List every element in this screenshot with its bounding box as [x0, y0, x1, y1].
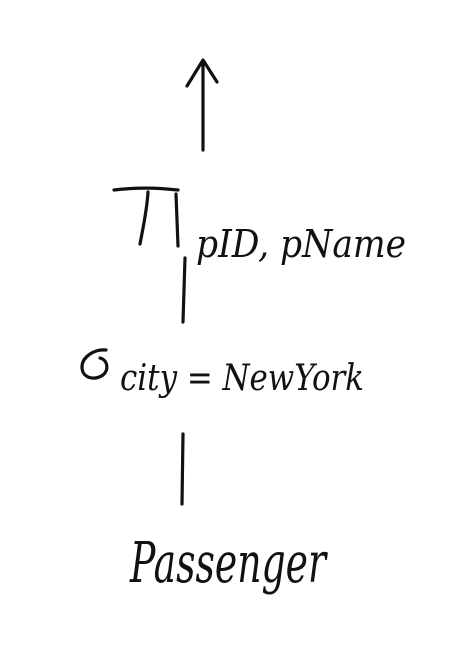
selection-node: city = NewYork [80, 348, 364, 399]
relation-node: Passenger [129, 531, 328, 596]
up-arrow-icon [185, 58, 219, 152]
sigma-icon [80, 348, 109, 380]
projection-attributes: pID, pName [196, 222, 406, 266]
projection-node: pID, pName [112, 186, 406, 266]
selection-condition: city = NewYork [120, 358, 364, 399]
relation-name: Passenger [129, 531, 328, 596]
pi-icon [112, 186, 180, 248]
edge-projection-selection [181, 256, 187, 324]
edge-selection-relation [180, 432, 185, 506]
